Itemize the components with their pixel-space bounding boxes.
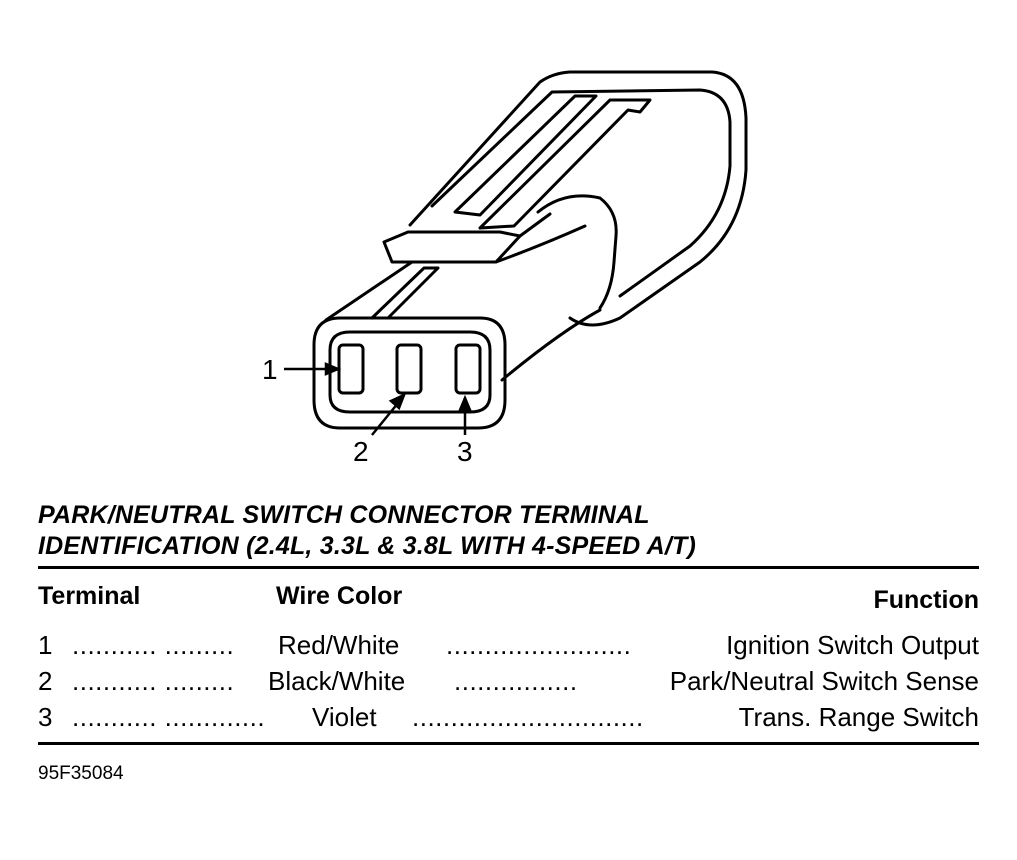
cell-wire-color: Red/White	[278, 630, 400, 660]
terminal-cavity-2	[395, 343, 423, 395]
cell-function: Park/Neutral Switch Sense	[669, 666, 979, 696]
body-top-edge	[324, 260, 414, 322]
cell-leader-dots: ................	[454, 666, 578, 696]
cell-function: Ignition Switch Output	[726, 630, 979, 660]
connector-diagram	[284, 70, 748, 436]
cell-terminal: 2	[38, 666, 53, 696]
retaining-band	[536, 194, 618, 310]
figure-id: 95F35084	[38, 763, 124, 784]
cell-leader-dots: ..............................	[412, 702, 644, 732]
cell-terminal: 3	[38, 702, 53, 732]
top-slot	[370, 266, 440, 320]
cell-function: Trans. Range Switch	[738, 702, 979, 732]
front-face-outer	[312, 316, 507, 430]
cell-leader-dots: ........................	[446, 630, 632, 660]
latch-slot-right	[478, 98, 652, 230]
cell-leader-dots: ........... .........	[72, 666, 235, 696]
callout-label-3: 3	[457, 436, 473, 467]
top-rule	[38, 566, 979, 569]
latch-inner	[430, 88, 732, 298]
header-terminal: Terminal	[38, 582, 141, 610]
cell-terminal: 1	[38, 630, 53, 660]
latch-slot-left	[453, 94, 598, 217]
callout-label-1: 1	[262, 354, 278, 385]
latch-tab	[382, 230, 522, 264]
latch-outline	[408, 70, 748, 327]
header-wire-color: Wire Color	[276, 582, 403, 610]
body-right-side	[500, 308, 602, 382]
table-row: 3 ........... ............. Violet .....…	[38, 700, 979, 734]
table-row: 1 ........... ......... Red/White ......…	[38, 628, 979, 662]
header-function: Function	[873, 586, 979, 614]
title-line-1: PARK/NEUTRAL SWITCH CONNECTOR TERMINAL	[38, 501, 650, 529]
terminal-cavity-1	[337, 343, 365, 395]
cell-wire-color: Black/White	[268, 666, 406, 696]
cell-leader-dots: ........... .............	[72, 702, 266, 732]
callout-label-2: 2	[353, 436, 369, 467]
bottom-rule	[38, 742, 979, 745]
table-title: PARK/NEUTRAL SWITCH CONNECTOR TERMINAL I…	[38, 500, 696, 562]
table-row: 2 ........... ......... Black/White ....…	[38, 664, 979, 698]
title-line-2: IDENTIFICATION (2.4L, 3.3L & 3.8L WITH 4…	[38, 532, 696, 560]
terminal-cavity-3	[454, 343, 482, 395]
cell-wire-color: Violet	[312, 702, 377, 732]
callout-arrow-2	[371, 402, 399, 436]
front-face-inner	[328, 330, 492, 414]
cell-leader-dots: ........... .........	[72, 630, 235, 660]
